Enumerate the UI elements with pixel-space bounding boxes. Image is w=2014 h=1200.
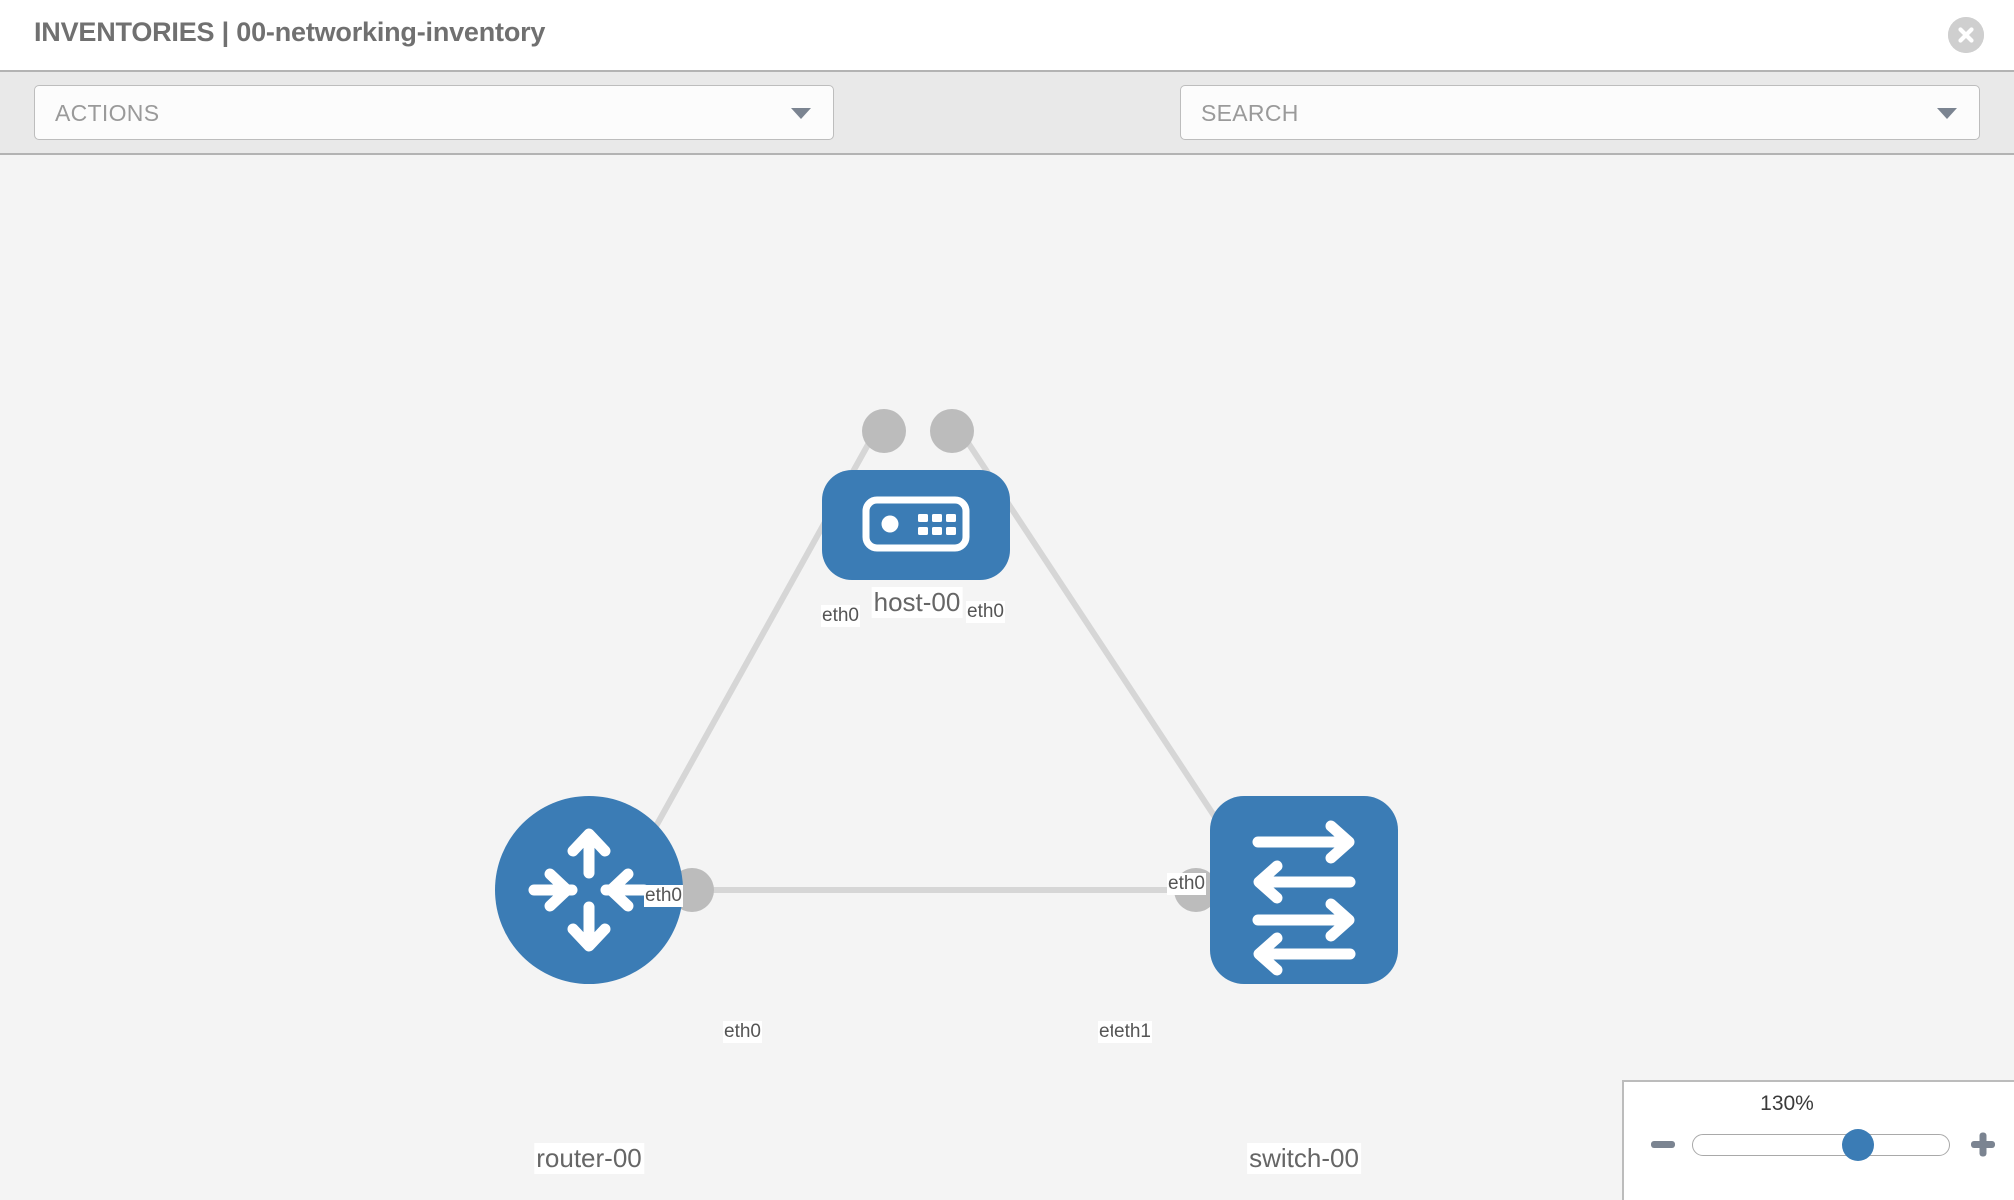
- interface-dot[interactable]: [862, 409, 906, 453]
- zoom-level-label: 130%: [1760, 1092, 1814, 1115]
- node-label-router-00: router-00: [534, 1143, 644, 1174]
- zoom-slider-thumb[interactable]: [1842, 1129, 1874, 1161]
- server-icon: [862, 496, 970, 552]
- minus-icon: [1651, 1141, 1675, 1148]
- plus-icon: [1971, 1132, 1995, 1157]
- interface-label: eth0: [723, 1021, 762, 1043]
- topology-graph: [495, 409, 1398, 984]
- topology-canvas[interactable]: host-00 router-00 switch-00 eth0 eth0 et…: [0, 155, 2014, 1200]
- switch-icon: [1252, 820, 1356, 976]
- toolbar: ACTIONS SEARCH: [0, 70, 2014, 200]
- chevron-down-icon: [1937, 107, 1957, 119]
- actions-dropdown[interactable]: ACTIONS: [34, 85, 834, 140]
- interface-label: eth0: [821, 605, 860, 627]
- chevron-down-icon: [791, 107, 811, 119]
- interface-label: eth0: [966, 601, 1005, 623]
- zoom-control-panel: 130%: [1622, 1080, 2014, 1200]
- actions-dropdown-label: ACTIONS: [55, 100, 160, 126]
- search-input[interactable]: SEARCH: [1180, 85, 1980, 140]
- node-label-switch-00: switch-00: [1247, 1143, 1361, 1174]
- page-title: INVENTORIES | 00-networking-inventory: [34, 17, 546, 47]
- node-router-00[interactable]: [495, 796, 683, 984]
- node-host-00[interactable]: [822, 470, 1010, 580]
- interface-dot[interactable]: [930, 409, 974, 453]
- zoom-in-button[interactable]: [1968, 1129, 1998, 1159]
- node-switch-00[interactable]: [1210, 796, 1398, 984]
- router-icon: [528, 828, 650, 952]
- zoom-slider-track[interactable]: [1692, 1134, 1950, 1156]
- node-label-host-00: host-00: [871, 587, 963, 618]
- close-circle-icon: [1948, 17, 1984, 53]
- search-placeholder: SEARCH: [1201, 100, 1299, 126]
- zoom-out-button[interactable]: [1648, 1129, 1678, 1159]
- interface-label: eth0: [644, 885, 683, 907]
- interface-label: eth1: [1113, 1021, 1152, 1043]
- page-header: INVENTORIES | 00-networking-inventory: [0, 0, 2014, 70]
- close-button[interactable]: [1948, 17, 1984, 53]
- interface-label: eth0: [1167, 873, 1206, 895]
